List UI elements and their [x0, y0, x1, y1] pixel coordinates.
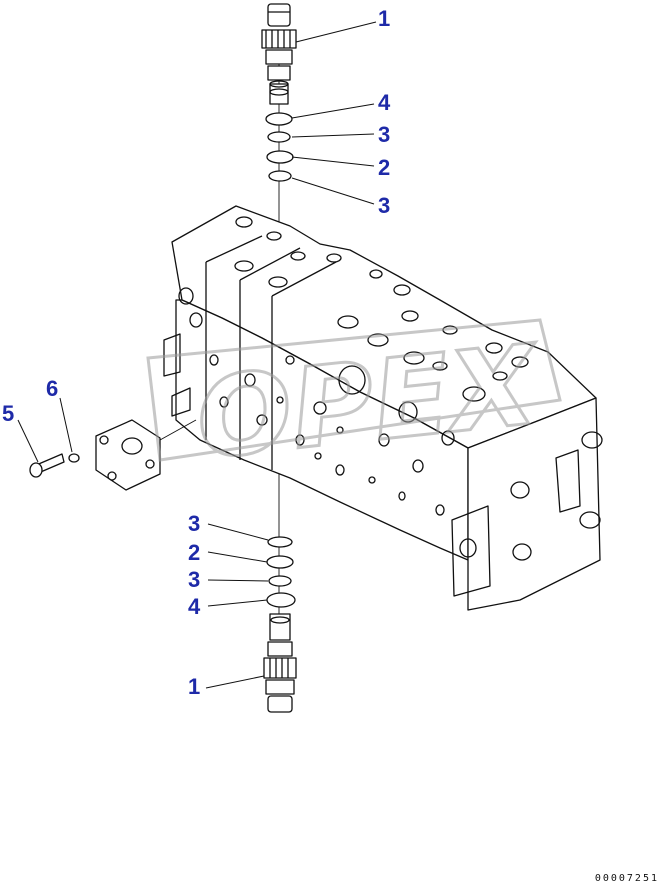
callout-4-bot: 4: [188, 594, 201, 619]
oring-2-bot: [266, 555, 294, 569]
callout-4-top: 4: [378, 90, 391, 115]
drawing-number: 00007251: [594, 873, 659, 884]
side-cover: [95, 419, 197, 491]
callout-3-bot-a: 3: [188, 511, 201, 536]
washer-6: [68, 453, 80, 463]
bolt-5: [29, 453, 65, 478]
control-valve-body: [163, 205, 603, 611]
callout-3-top-a: 3: [378, 122, 391, 147]
callout-1-bot: 1: [188, 674, 201, 699]
callout-2-top: 2: [378, 155, 391, 180]
callout-6-left: 6: [46, 376, 59, 401]
callout-5-left: 5: [2, 401, 15, 426]
callout-1-top: 1: [378, 6, 391, 31]
callout-3-top-b: 3: [378, 193, 391, 218]
oring-4-top: [265, 112, 293, 126]
top-valve-part-1: [261, 3, 297, 105]
leader-lines: [17, 21, 377, 689]
oring-3-bot-b: [268, 575, 292, 587]
oring-3-top-a: [267, 131, 291, 143]
callout-2-bot: 2: [188, 540, 201, 565]
callout-3-bot-b: 3: [188, 567, 201, 592]
oring-3-top-b: [268, 170, 292, 182]
oring-4-bot: [266, 592, 296, 608]
bottom-valve-part-1: [263, 613, 297, 713]
oring-2-top: [266, 150, 294, 164]
oring-3-bot-a: [267, 536, 293, 548]
